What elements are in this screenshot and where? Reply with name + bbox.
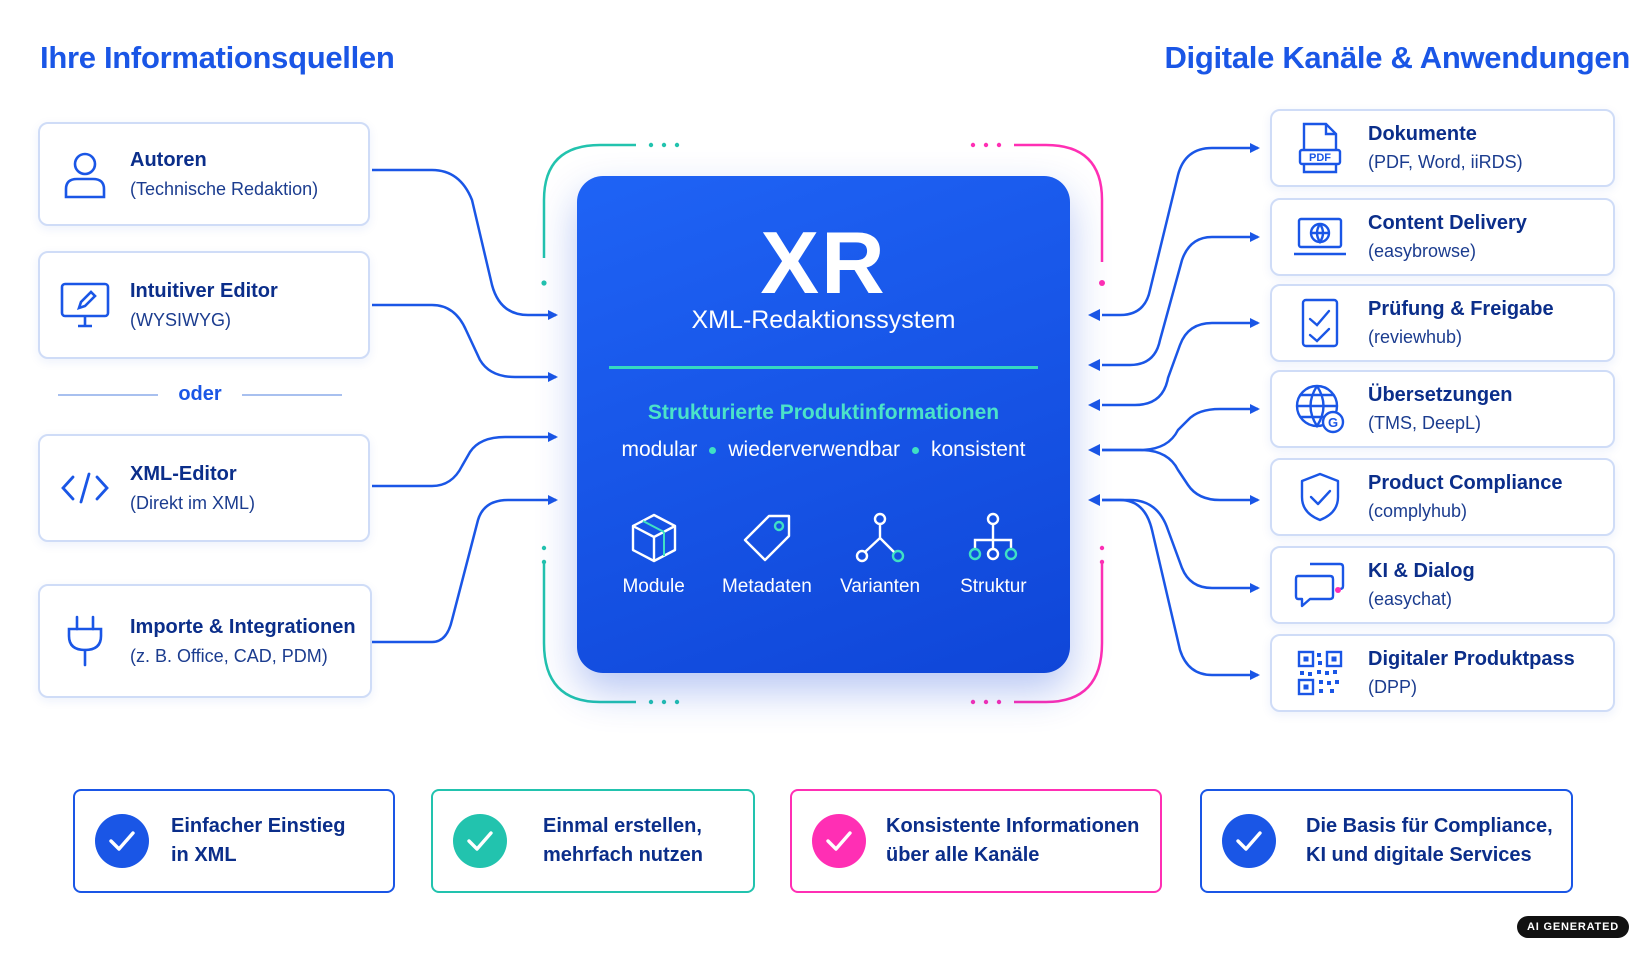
channel-subtitle: (PDF, Word, iiRDS) [1368,152,1523,172]
translate-g-label: G [1328,415,1338,430]
check-icon [812,814,866,868]
code-icon [40,471,130,505]
channel-card-translations: G Übersetzungen (TMS, DeepL) [1270,370,1615,448]
bullet-dot [709,446,717,454]
source-card-imports: Importe & Integrationen (z. B. Office, C… [38,584,372,698]
benefit-easy-start: Einfacher Einstieg in XML [73,789,395,893]
feature-label: Module [622,576,685,597]
tag-icon [743,514,791,562]
channel-title: Content Delivery [1368,212,1527,234]
source-subtitle: (z. B. Office, CAD, PDM) [130,645,328,666]
separator-line [241,393,342,396]
source-title: XML-Editor [130,462,237,485]
source-card-authors: Autoren (Technische Redaktion) [38,122,370,226]
source-card-wysiwyg-editor: Intuitiver Editor (WYSIWYG) [38,251,370,359]
or-label: oder [178,383,222,405]
hierarchy-icon [969,512,1018,561]
feature-variants: Varianten [825,512,935,598]
source-title: Intuitiver Editor [130,279,278,302]
channels-heading: Digitale Kanäle & Anwendungen [1164,40,1630,75]
source-subtitle: (WYSIWYG) [130,309,231,330]
core-properties: modular wiederverwendbar konsistent [577,438,1070,462]
source-subtitle: (Direkt im XML) [130,492,255,513]
core-subtitle: XML-Redaktionssystem [691,306,956,334]
user-icon [40,149,130,199]
channel-title: KI & Dialog [1368,560,1475,582]
source-subtitle: (Technische Redaktion) [130,178,319,199]
core-title: XR [760,213,887,312]
feature-label: Struktur [960,576,1027,597]
benefit-line: Einfacher Einstieg [171,815,346,837]
channel-card-documents: PDF Dokumente (PDF, Word, iiRDS) [1270,109,1615,187]
benefit-line: Einmal erstellen, [543,815,702,837]
core-features: Module Metadaten Varianten [597,512,1050,598]
property-label: konsistent [930,438,1026,461]
channel-card-ai-dialog: KI & Dialog (easychat) [1270,546,1615,624]
check-icon [453,814,507,868]
separator-line [58,393,159,396]
channel-title: Dokumente [1368,123,1477,145]
channel-title: Product Compliance [1368,472,1563,494]
core-system-panel: XR XML-Redaktionssystem Strukturierte Pr… [577,176,1070,673]
benefit-reuse: Einmal erstellen, mehrfach nutzen [431,789,755,893]
channel-title: Übersetzungen [1368,384,1513,406]
benefit-line: über alle Kanäle [886,844,1040,866]
chat-icon [1272,560,1368,610]
channel-subtitle: (TMS, DeepL) [1368,413,1482,433]
property-label: wiederverwendbar [728,438,900,461]
ai-generated-badge: AI GENERATED [1517,916,1629,938]
pdf-document-icon: PDF [1272,122,1368,174]
sources-heading: Ihre Informationsquellen [40,40,395,75]
source-card-xml-editor: XML-Editor (Direkt im XML) [38,434,370,542]
channel-card-compliance: Product Compliance (complyhub) [1270,458,1615,536]
globe-translate-icon: G [1272,383,1368,435]
channel-subtitle: (easychat) [1368,589,1453,609]
monitor-pen-icon [40,282,130,328]
channel-card-content-delivery: Content Delivery (easybrowse) [1270,198,1615,276]
core-divider [609,366,1038,369]
channel-card-review: Prüfung & Freigabe (reviewhub) [1270,284,1615,362]
feature-label: Varianten [840,576,921,597]
cube-icon [631,513,676,563]
laptop-globe-icon [1272,216,1368,258]
feature-structure: Struktur [938,512,1048,598]
core-tagline: Strukturierte Produktinformationen [647,401,1000,424]
channel-subtitle: (easybrowse) [1368,241,1477,261]
or-separator: oder [58,383,342,406]
checklist-icon [1272,297,1368,349]
channel-card-product-passport: Digitaler Produktpass (DPP) [1270,634,1615,712]
check-icon [1222,814,1276,868]
feature-metadata: Metadaten [712,512,822,598]
benefit-compliance-basis: Die Basis für Compliance, KI und digital… [1200,789,1573,893]
qr-code-icon [1272,650,1368,696]
benefit-line: KI und digitale Services [1306,844,1532,866]
property-label: modular [621,438,698,461]
benefit-line: in XML [171,844,237,866]
benefit-line: Konsistente Informationen [886,815,1140,837]
bullet-dot [911,446,919,454]
source-title: Importe & Integrationen [130,615,356,638]
source-title: Autoren [130,148,207,171]
shield-check-icon [1272,471,1368,523]
benefit-line: mehrfach nutzen [543,844,704,866]
feature-label: Metadaten [721,576,812,597]
benefit-line: Die Basis für Compliance, [1306,815,1553,837]
channel-title: Prüfung & Freigabe [1368,298,1554,320]
branch-icon [855,512,905,563]
channel-title: Digitaler Produktpass [1368,648,1575,670]
plug-icon [40,614,130,668]
channel-subtitle: (complyhub) [1368,501,1468,521]
channel-subtitle: (reviewhub) [1368,327,1463,347]
feature-modules: Module [599,512,709,598]
benefit-consistency: Konsistente Informationen über alle Kanä… [790,789,1162,893]
channel-subtitle: (DPP) [1368,677,1417,697]
check-icon [95,814,149,868]
pdf-label: PDF [1309,152,1331,164]
